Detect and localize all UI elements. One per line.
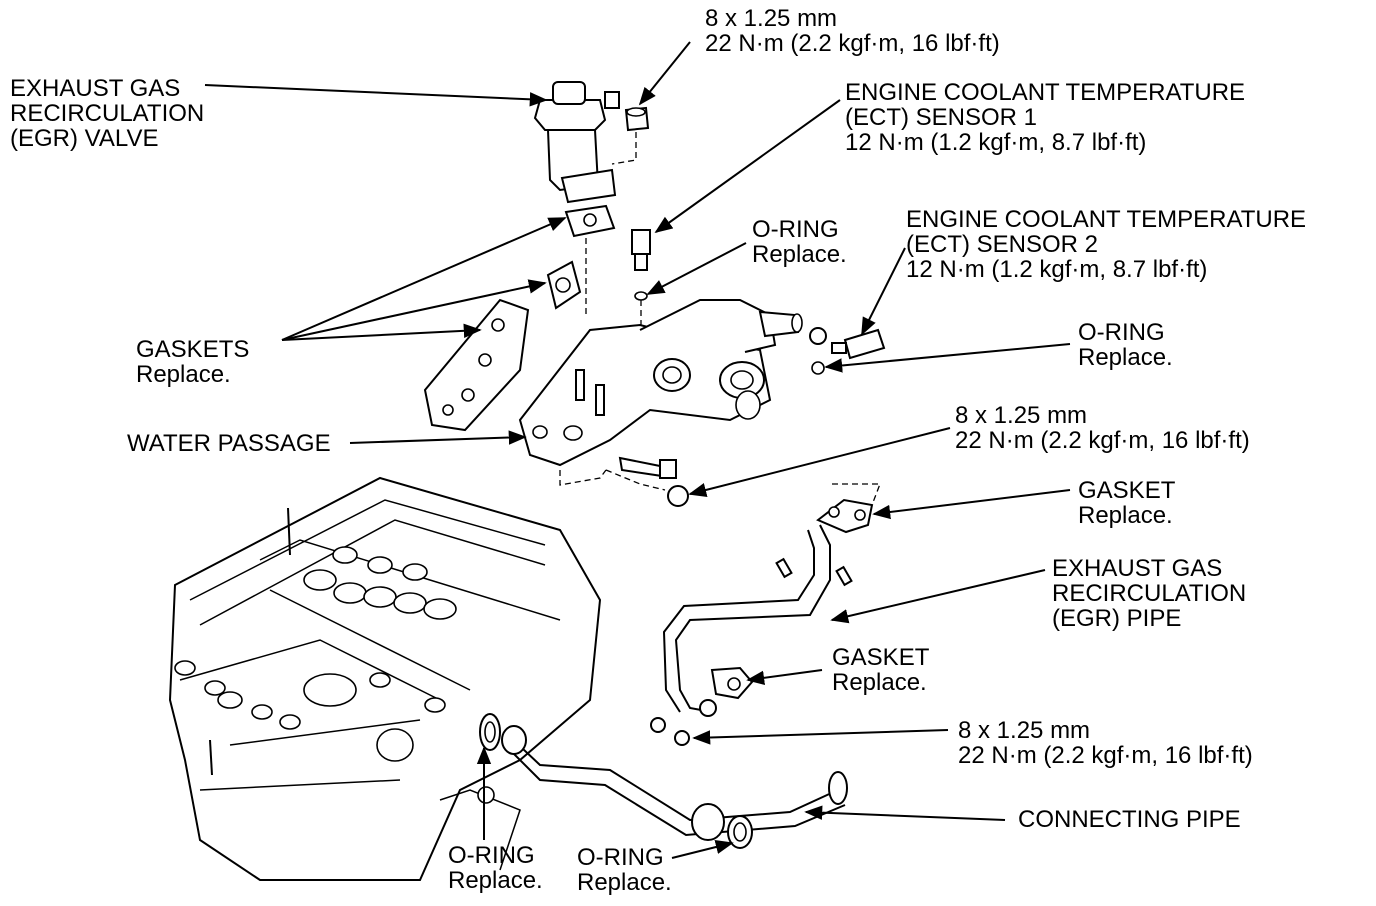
egr-valve-line-1: EXHAUST GAS	[10, 75, 181, 102]
gaskets-name: GASKETS	[136, 336, 250, 363]
ect1-line-1: ENGINE COOLANT TEMPERATURE	[845, 79, 1246, 106]
mid-bolt	[605, 456, 689, 507]
gasket-lower-name: GASKET	[832, 644, 930, 671]
gasket-plate	[423, 298, 530, 432]
gasket-upper-note: Replace.	[1078, 502, 1173, 529]
oring-right-name: O-RING	[1078, 319, 1165, 346]
egr-valve-line-2: RECIRCULATION	[10, 100, 205, 127]
label-bolt-mid: 8 x 1.25 mm 22 N·m (2.2 kgf·m, 16 lbf·ft…	[955, 403, 1250, 453]
label-gasket-lower: GASKET Replace.	[832, 645, 929, 695]
oring-right-note: Replace.	[1078, 344, 1173, 371]
label-bolt-low: 8 x 1.25 mm 22 N·m (2.2 kgf·m, 16 lbf·ft…	[958, 718, 1253, 768]
egr-pipe-line-2: RECIRCULATION	[1052, 580, 1247, 607]
label-oring-right: O-RING Replace.	[1078, 320, 1173, 370]
bolt-top-torque: 22 N·m (2.2 kgf·m, 16 lbf·ft)	[705, 30, 1000, 57]
egr-valve-line-3: (EGR) VALVE	[10, 125, 159, 152]
egr-pipe-line-1: EXHAUST GAS	[1052, 555, 1223, 582]
bolt-low-size: 8 x 1.25 mm	[958, 717, 1091, 744]
gasket-oval	[546, 260, 582, 310]
ect-sensor-2	[809, 327, 886, 375]
oring-bottom-left-name: O-RING	[448, 842, 535, 869]
oring-upper-name: O-RING	[752, 216, 839, 243]
egr-valve-gasket	[564, 204, 616, 318]
gaskets-note: Replace.	[136, 361, 231, 388]
water-passage-name: WATER PASSAGE	[127, 430, 331, 457]
oring-upper-note: Replace.	[752, 241, 847, 268]
bolt-mid-size: 8 x 1.25 mm	[955, 402, 1088, 429]
label-ect-sensor-2: ENGINE COOLANT TEMPERATURE (ECT) SENSOR …	[906, 207, 1306, 282]
ect2-line-1: ENGINE COOLANT TEMPERATURE	[906, 206, 1307, 233]
label-oring-bottom-left: O-RING Replace.	[448, 843, 543, 893]
engine-block	[168, 476, 602, 881]
oring-bottom-right-name: O-RING	[577, 844, 664, 871]
label-egr-pipe: EXHAUST GAS RECIRCULATION (EGR) PIPE	[1052, 556, 1246, 631]
ect-sensor-1	[631, 229, 651, 330]
leader-lines	[204, 41, 1071, 859]
gasket-upper-name: GASKET	[1078, 477, 1176, 504]
connecting-pipe	[479, 713, 848, 849]
ect1-line-2: (ECT) SENSOR 1	[845, 104, 1038, 131]
egr-pipe	[650, 483, 881, 746]
label-gasket-upper: GASKET Replace.	[1078, 478, 1175, 528]
connecting-pipe-name: CONNECTING PIPE	[1018, 806, 1241, 833]
egr-pipe-line-3: (EGR) PIPE	[1052, 605, 1182, 632]
ect2-torque: 12 N·m (1.2 kgf·m, 8.7 lbf·ft)	[906, 256, 1208, 283]
oring-bottom-right-note: Replace.	[577, 869, 672, 896]
label-oring-upper: O-RING Replace.	[752, 217, 847, 267]
egr-nut	[611, 106, 650, 165]
label-ect-sensor-1: ENGINE COOLANT TEMPERATURE (ECT) SENSOR …	[845, 80, 1245, 155]
water-passage-housing	[518, 299, 803, 486]
label-gaskets: GASKETS Replace.	[136, 337, 249, 387]
label-egr-valve: EXHAUST GAS RECIRCULATION (EGR) VALVE	[10, 76, 204, 151]
ect2-line-2: (ECT) SENSOR 2	[906, 231, 1099, 258]
label-bolt-top: 8 x 1.25 mm 22 N·m (2.2 kgf·m, 16 lbf·ft…	[705, 6, 1000, 56]
egr-valve	[533, 81, 620, 204]
gasket-lower-note: Replace.	[832, 669, 927, 696]
bolt-low-torque: 22 N·m (2.2 kgf·m, 16 lbf·ft)	[958, 742, 1253, 769]
label-water-passage: WATER PASSAGE	[127, 431, 331, 456]
oring-bottom-left-note: Replace.	[448, 867, 543, 894]
bolt-top-size: 8 x 1.25 mm	[705, 5, 838, 32]
ect1-torque: 12 N·m (1.2 kgf·m, 8.7 lbf·ft)	[845, 129, 1147, 156]
label-oring-bottom-right: O-RING Replace.	[577, 845, 672, 895]
label-connecting-pipe: CONNECTING PIPE	[1018, 807, 1241, 832]
bolt-mid-torque: 22 N·m (2.2 kgf·m, 16 lbf·ft)	[955, 427, 1250, 454]
